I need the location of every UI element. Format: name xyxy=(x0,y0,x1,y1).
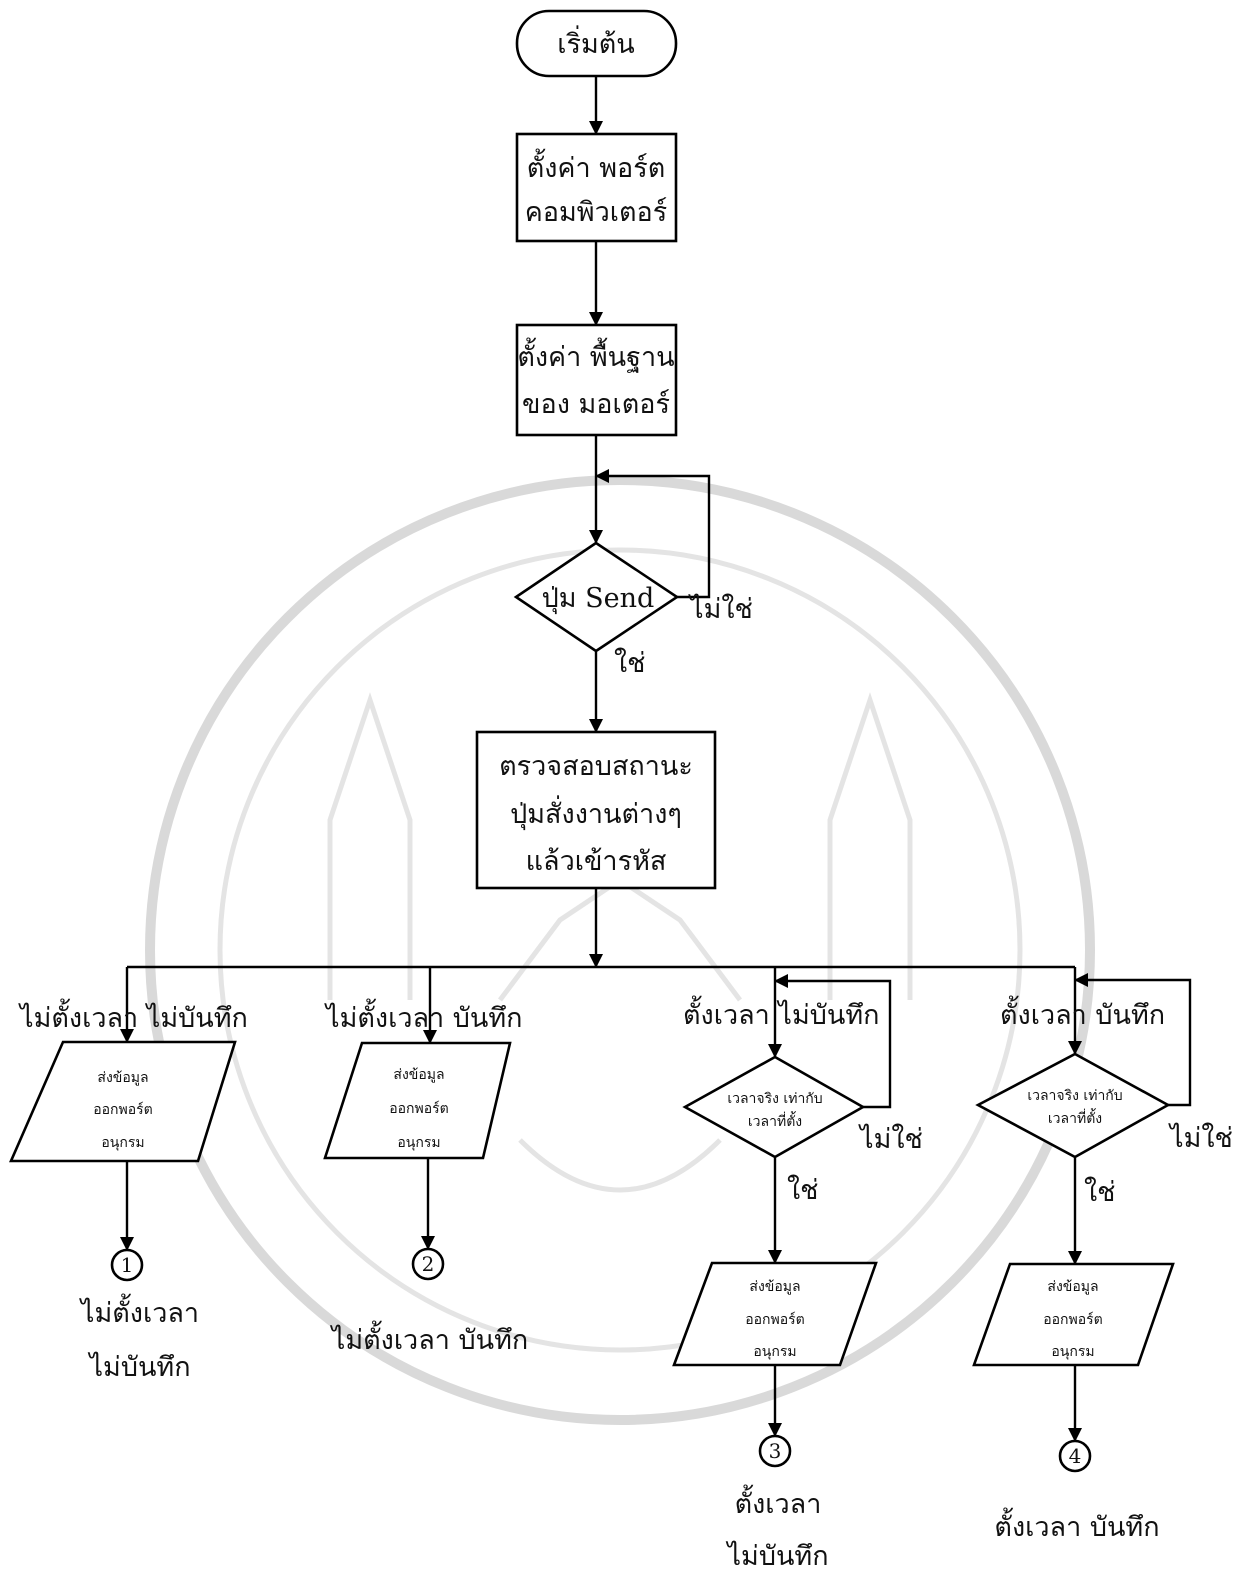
branch-1-label: ไม่ตั้งเวลา ไม่บันทึก xyxy=(18,998,248,1034)
branch-2-label: ไม่ตั้งเวลา บันทึก xyxy=(324,998,523,1034)
branch-3-no-label: ไม่ใช่ xyxy=(858,1123,923,1155)
process-motor-setup xyxy=(515,323,678,437)
process-check-line-1: ตรวจสอบสถานะ xyxy=(499,751,693,782)
connector-3 xyxy=(758,1434,792,1468)
branch-1-io-line-3: อนุกรม xyxy=(101,1135,144,1151)
connector-3-number: 3 xyxy=(769,1439,782,1463)
branch-2-caption-line-1: ไม่ตั้งเวลา บันทึก xyxy=(330,1320,529,1356)
branch-1-caption-line-2: ไม่บันทึก xyxy=(87,1352,190,1383)
branch-4-decision xyxy=(975,1052,1171,1159)
branch-4-io-line-2: ออกพอร์ต xyxy=(1043,1311,1103,1328)
connector-1-number: 1 xyxy=(121,1253,134,1277)
branch-3-decision-line-2: เวลาที่ตั้ง xyxy=(748,1111,802,1130)
process-motor-line-1: ตั้งค่า พื้นฐาน xyxy=(517,337,674,373)
branch-3-label: ตั้งเวลา ไม่บันทึก xyxy=(683,995,880,1031)
branch-3-io-line-3: อนุกรม xyxy=(753,1344,796,1360)
process-port-line-2: คอมพิวเตอร์ xyxy=(525,196,668,228)
branch-4-decision-line-2: เวลาที่ตั้ง xyxy=(1048,1108,1102,1127)
branch-4-label: ตั้งเวลา บันทึก xyxy=(1000,995,1165,1031)
decision-send-label: ปุ่ม Send xyxy=(542,583,655,615)
connector-2-number: 2 xyxy=(422,1252,435,1276)
connector-4-number: 4 xyxy=(1069,1444,1082,1468)
branch-4-decision-line-1: เวลาจริง เท่ากับ xyxy=(1027,1088,1122,1104)
branch-4-io-line-1: ส่งข้อมูล xyxy=(1047,1279,1098,1295)
branch-2-io-line-3: อนุกรม xyxy=(397,1135,440,1151)
branch-3-caption-line-2: ไม่บันทึก xyxy=(725,1541,828,1572)
decision-send-no-label: ไม่ใช่ xyxy=(688,593,753,625)
connector-4 xyxy=(1058,1439,1092,1473)
connector-2 xyxy=(411,1247,445,1281)
branch-3-io xyxy=(672,1261,878,1367)
branch-2-io-line-1: ส่งข้อมูล xyxy=(393,1067,444,1083)
process-motor-line-2: ของ มอเตอร์ xyxy=(522,388,670,420)
process-check-status xyxy=(475,730,717,890)
branch-3-yes-label: ใช่ xyxy=(787,1174,819,1206)
branch-3-decision xyxy=(682,1055,866,1159)
branch-3-io-line-1: ส่งข้อมูล xyxy=(749,1279,800,1295)
branch-1-caption-line-1: ไม่ตั้งเวลา xyxy=(79,1293,199,1329)
process-check-line-3: แล้วเข้ารหัส xyxy=(526,846,667,877)
branch-2-io xyxy=(323,1041,512,1160)
branch-1-io-line-2: ออกพอร์ต xyxy=(93,1101,153,1118)
start-terminator xyxy=(515,9,678,78)
branch-3-io-line-2: ออกพอร์ต xyxy=(745,1311,805,1328)
branch-3-caption-line-1: ตั้งเวลา xyxy=(735,1484,822,1520)
start-label: เริ่มต้น xyxy=(557,25,635,60)
branch-4-caption-line-1: ตั้งเวลา บันทึก xyxy=(994,1507,1159,1543)
branch-4-yes-label: ใช่ xyxy=(1084,1176,1116,1208)
branch-4-io xyxy=(972,1262,1175,1367)
connector-1 xyxy=(110,1248,144,1282)
branch-1-io xyxy=(9,1040,237,1163)
decision-send xyxy=(513,541,680,653)
decision-send-yes-label: ใช่ xyxy=(614,647,646,679)
branch-3-decision-line-1: เวลาจริง เท่ากับ xyxy=(727,1091,822,1107)
branch-1-io-line-1: ส่งข้อมูล xyxy=(97,1070,148,1086)
process-port-setup xyxy=(515,132,678,243)
branch-4-io-line-3: อนุกรม xyxy=(1051,1344,1094,1360)
branch-4-no-label: ไม่ใช่ xyxy=(1168,1122,1233,1154)
process-check-line-2: ปุ่มสั่งงานต่างๆ xyxy=(510,795,682,831)
process-port-line-1: ตั้งค่า พอร์ต xyxy=(527,148,666,184)
branch-2-io-line-2: ออกพอร์ต xyxy=(389,1100,449,1117)
